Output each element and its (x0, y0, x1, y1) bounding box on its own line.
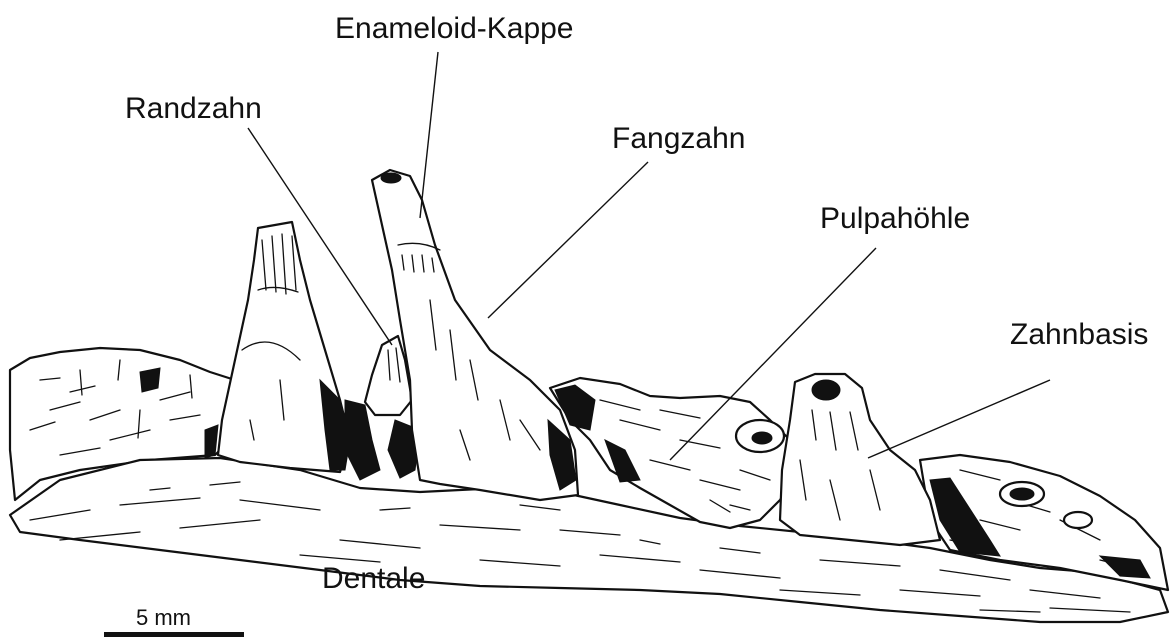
label-fang: Fangzahn (612, 122, 745, 155)
leader-enameloid-cap (420, 52, 438, 218)
label-tooth-base: Zahnbasis (1010, 318, 1148, 351)
scale-bar: 5 mm (104, 605, 244, 637)
leader-fang (488, 162, 648, 318)
marginal-tooth-left (218, 222, 350, 472)
label-enameloid-cap: Enameloid-Kappe (335, 12, 574, 45)
tooth-base-right (780, 374, 940, 545)
label-dentary: Dentale (322, 562, 425, 595)
scale-bar-line (104, 632, 244, 637)
label-marginal-tooth: Randzahn (125, 92, 262, 125)
scale-bar-label: 5 mm (136, 605, 191, 630)
label-pulp-cavity: Pulpahöhle (820, 202, 970, 235)
leader-tooth-base (868, 380, 1050, 458)
